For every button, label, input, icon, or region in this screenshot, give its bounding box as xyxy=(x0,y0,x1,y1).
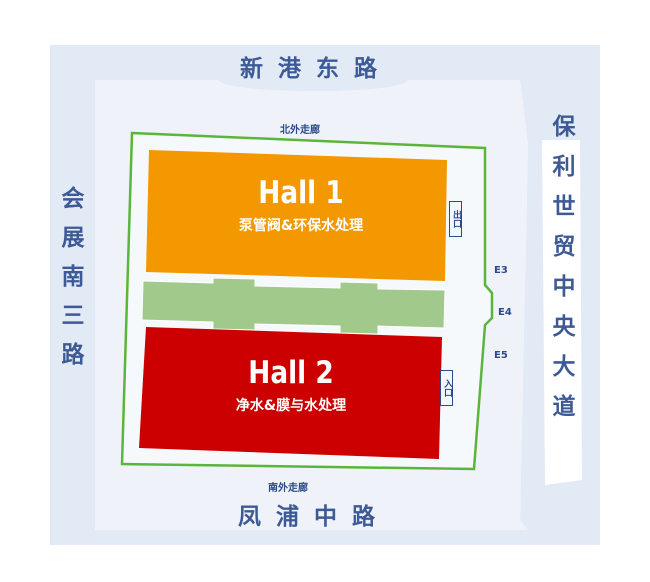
entrance-e4[interactable]: E4 xyxy=(498,307,512,318)
corridor-label-south: 南外走廊 xyxy=(268,483,308,494)
east-avenue-strip xyxy=(542,140,582,485)
hall-2-area xyxy=(139,327,442,459)
road-label-west: 会展南三路 xyxy=(57,186,83,381)
road-label-north: 新港东路 xyxy=(240,56,392,82)
connector-corridor xyxy=(141,277,446,335)
road-label-south: 凤浦中路 xyxy=(238,504,390,530)
road-network xyxy=(50,45,600,545)
hall-2-label[interactable]: Hall 2 净水&膜与水处理 xyxy=(186,355,396,414)
hall-1-name: Hall 1 xyxy=(258,175,344,211)
hall-2-subtitle: 净水&膜与水处理 xyxy=(235,398,347,414)
road-label-east: 保利世贸中央大道 xyxy=(548,114,574,434)
hall-1-area xyxy=(146,150,447,281)
hall-1-label[interactable]: Hall 1 泵管阀&环保水处理 xyxy=(196,175,406,234)
entry-gate[interactable]: 入口 xyxy=(440,370,453,406)
hall-2-name: Hall 2 xyxy=(248,355,334,391)
corridor-label-north: 北外走廊 xyxy=(280,125,320,136)
entrance-e5[interactable]: E5 xyxy=(494,350,508,361)
exit-gate[interactable]: 出口 xyxy=(449,201,462,237)
hall-1-subtitle: 泵管阀&环保水处理 xyxy=(238,218,364,234)
entrance-e3[interactable]: E3 xyxy=(494,265,508,276)
